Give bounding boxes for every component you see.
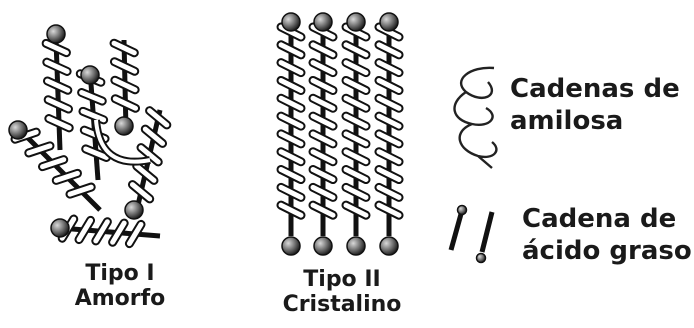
type2-label-line2: Cristalino <box>262 293 422 318</box>
legend-amylose-label: Cadenas de amilosa <box>510 74 680 137</box>
legend-fatty-acid-line2: ácido graso <box>522 236 692 268</box>
crystalline-top-head <box>347 13 365 31</box>
crystalline-bottom-head <box>380 237 398 255</box>
amorphous-chain-1 <box>46 40 69 150</box>
crystalline-top-head <box>282 13 300 31</box>
legend-fatty-acid-label: Cadena de ácido graso <box>522 204 692 267</box>
amorphous-chain-6 <box>60 219 160 244</box>
legend-amylose-line2: amilosa <box>510 106 680 138</box>
amorphous-head <box>51 219 69 237</box>
helix-turn <box>43 160 64 167</box>
fatty-acid-chain-icon <box>451 206 492 263</box>
helix-turn <box>56 173 77 180</box>
legend-icons <box>451 68 496 263</box>
lipid-chain <box>56 40 60 150</box>
legend-amylose-line1: Cadenas de <box>510 74 680 106</box>
type2-label-line1: Tipo II <box>262 268 422 293</box>
amorphous-head <box>81 66 99 84</box>
fatty-acid-head-1 <box>458 206 467 215</box>
crystalline-top-head <box>314 13 332 31</box>
helix-turn <box>29 146 50 153</box>
crystalline-chain-3 <box>346 24 366 236</box>
fatty-acid-chain-2 <box>482 212 492 252</box>
helix-turn <box>70 187 91 194</box>
crystalline-chain-2 <box>313 24 333 236</box>
type2-label: Tipo II Cristalino <box>262 268 422 317</box>
fatty-acid-chain-1 <box>451 214 461 250</box>
lipid-chain <box>60 228 160 236</box>
legend-fatty-acid-line1: Cadena de <box>522 204 692 236</box>
amorphous-head <box>125 201 143 219</box>
crystalline-top-head <box>380 13 398 31</box>
type1-label-line2: Amorfo <box>40 287 200 312</box>
type1-amorphous-structure <box>9 25 167 244</box>
amorphous-head <box>9 121 27 139</box>
type2-crystalline-structure <box>281 13 399 255</box>
fatty-acid-head-2 <box>477 254 486 263</box>
crystalline-bottom-head <box>282 237 300 255</box>
type1-label: Tipo I Amorfo <box>40 262 200 311</box>
helix-icon-ribbon <box>455 68 497 168</box>
crystalline-bottom-head <box>314 237 332 255</box>
amorphous-head <box>47 25 65 43</box>
helix-icon <box>455 68 497 168</box>
amorphous-head <box>115 117 133 135</box>
crystalline-chain-4 <box>379 24 399 236</box>
crystalline-chain-1 <box>281 24 301 236</box>
type1-label-line1: Tipo I <box>40 262 200 287</box>
crystalline-bottom-head <box>347 237 365 255</box>
